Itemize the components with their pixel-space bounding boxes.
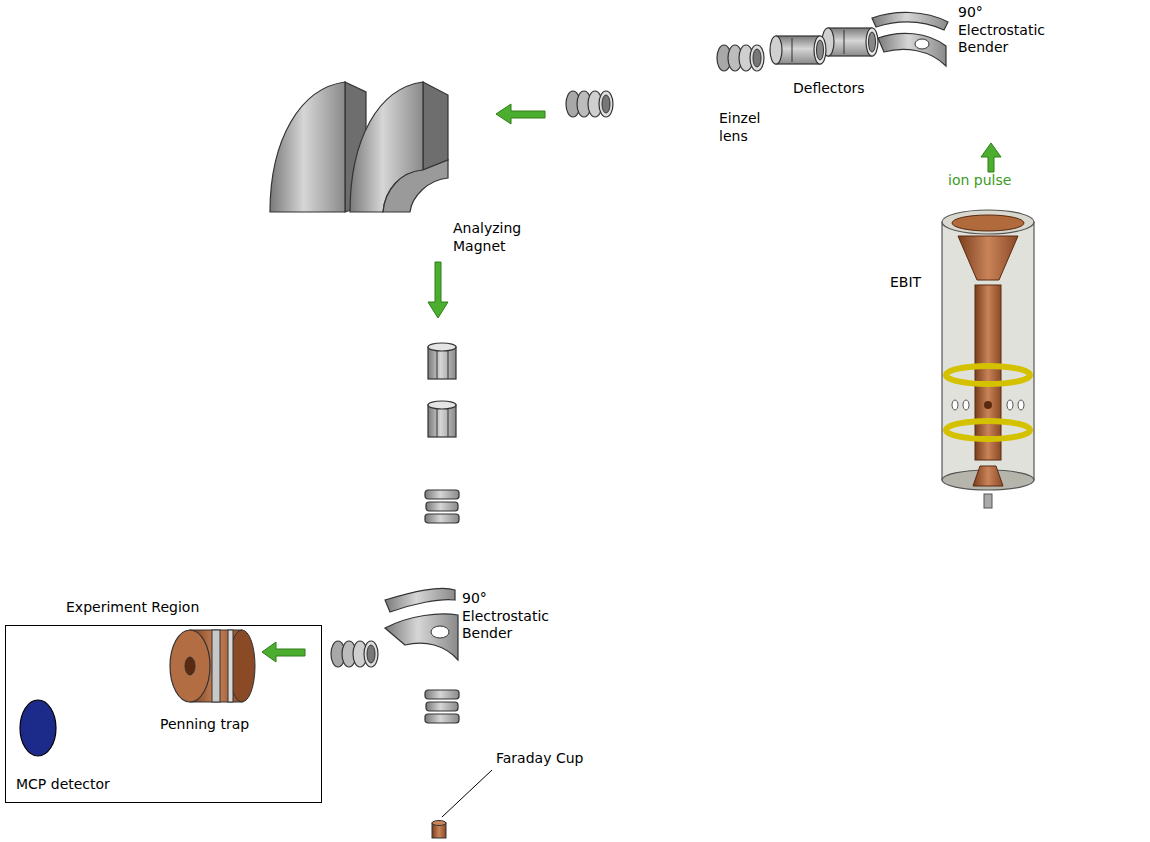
region-title: Experiment Region <box>66 599 199 616</box>
electrostatic-bender <box>431 626 449 638</box>
penning-trap <box>170 630 255 702</box>
electrostatic-bender <box>878 33 946 66</box>
electrostatic-bender <box>385 614 458 660</box>
analyzing-magnet <box>423 82 448 170</box>
electrostatic-bender <box>385 588 455 612</box>
penning-trap <box>170 630 210 702</box>
part-label: Penning trap <box>160 716 249 734</box>
electrostatic-bender <box>872 12 948 30</box>
beam-label: ion pulse <box>948 172 1011 190</box>
electrostatic-bender <box>872 12 948 66</box>
analyzing-magnet <box>270 82 345 212</box>
deflector <box>428 401 456 437</box>
part-label: 90° Electrostatic Bender <box>958 4 1058 57</box>
einzel-lens <box>331 641 378 667</box>
deflector <box>428 343 456 379</box>
ebit <box>1018 400 1024 410</box>
penning-trap <box>229 630 255 702</box>
ebit <box>963 400 969 410</box>
einzel-lens <box>425 690 459 723</box>
analyzing-magnet <box>383 160 448 212</box>
part-label: MCP detector <box>16 776 110 794</box>
part-label: Faraday Cup <box>496 750 583 768</box>
penning-trap <box>212 630 220 702</box>
beam-arrow <box>262 642 305 662</box>
einzel-lens <box>717 45 764 71</box>
faraday-cup <box>432 770 492 838</box>
beam-arrow <box>496 104 545 124</box>
ebit <box>952 215 1024 231</box>
ebit <box>942 222 1034 480</box>
beam-arrow <box>262 104 1001 662</box>
beam-arrow <box>428 262 448 318</box>
ebit <box>984 401 992 409</box>
einzel-lens <box>425 490 459 523</box>
ebit <box>1007 400 1013 410</box>
part-label: 90° Electrostatic Bender <box>462 590 562 643</box>
einzel-lens <box>566 91 613 117</box>
faraday-cup <box>442 770 492 817</box>
ebit <box>973 466 1003 486</box>
part-label: Analyzing Magnet <box>453 220 538 255</box>
ebit <box>946 366 1030 384</box>
mcp-detector <box>20 700 56 756</box>
deflector <box>822 28 878 56</box>
ebit <box>975 285 1001 460</box>
electrostatic-bender <box>915 39 929 49</box>
part-label: Deflectors <box>793 80 865 98</box>
ebit <box>946 421 1030 439</box>
ebit <box>942 210 1034 234</box>
electrostatic-bender <box>385 588 458 660</box>
penning-trap <box>185 657 195 675</box>
ebit <box>958 236 1018 280</box>
beam-arrow <box>981 143 1001 172</box>
ebit <box>952 400 958 410</box>
ebit <box>984 494 992 508</box>
penning-trap <box>228 630 233 702</box>
ebit <box>942 210 1034 508</box>
deflector <box>770 36 826 64</box>
analyzing-magnet <box>270 82 448 212</box>
part-label: Einzel lens <box>719 110 774 145</box>
part-label: EBIT <box>890 274 921 292</box>
faraday-cup <box>432 821 446 826</box>
